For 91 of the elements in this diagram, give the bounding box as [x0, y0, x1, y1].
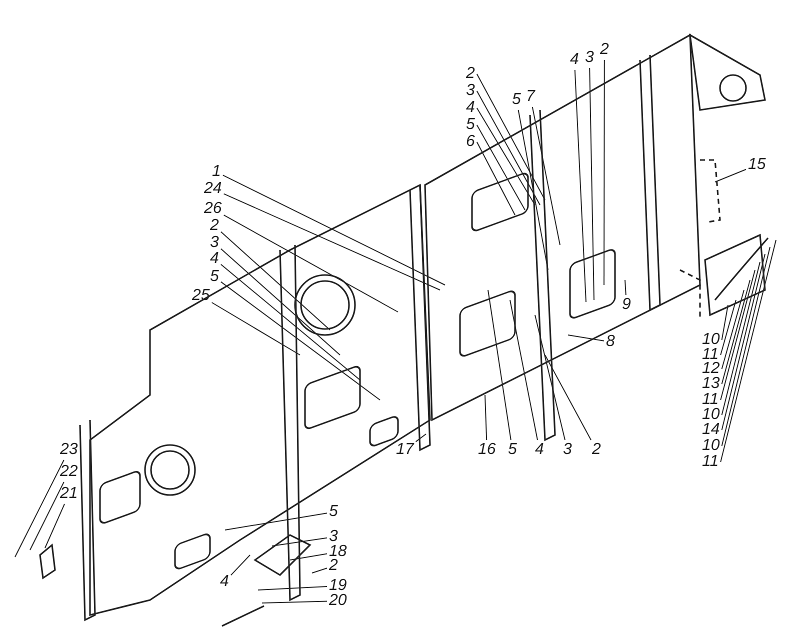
leader-line — [720, 240, 776, 462]
leader-line — [568, 334, 604, 342]
callout-number: 4 — [210, 251, 219, 267]
callout-number: 3 — [563, 442, 572, 458]
leader-line — [534, 314, 566, 440]
callout-number: 5 — [508, 442, 517, 458]
callout-number: 2 — [210, 218, 219, 234]
leader-line — [589, 68, 594, 300]
leader-line — [510, 300, 538, 440]
leader-line — [312, 568, 328, 574]
leader-line — [476, 124, 526, 210]
leader-line — [262, 600, 328, 604]
leader-line — [220, 264, 360, 380]
callout-number: 2 — [329, 558, 338, 574]
leader-line — [230, 554, 250, 576]
leader-line — [532, 106, 560, 246]
callout-number: 5 — [329, 504, 338, 520]
callout-number: 3 — [585, 50, 594, 66]
leader-line — [258, 586, 328, 590]
leader-line — [721, 280, 750, 384]
callout-number: 5 — [466, 117, 475, 133]
callout-number: 10 — [702, 407, 720, 423]
callout-number: 7 — [526, 89, 535, 105]
callout-number: 12 — [702, 361, 720, 377]
leader-line — [223, 214, 398, 312]
leader-line — [476, 142, 516, 216]
callout-number: 4 — [535, 442, 544, 458]
callout-number: 11 — [702, 392, 719, 408]
callout-number: 6 — [466, 134, 475, 150]
leader-line — [721, 262, 760, 416]
leader-line — [721, 304, 728, 340]
leader-line — [721, 246, 770, 446]
leader-line — [484, 394, 488, 440]
callout-number: 23 — [60, 442, 78, 458]
leader-line — [220, 248, 340, 356]
callout-number: 26 — [204, 201, 222, 217]
leader-line — [476, 90, 540, 206]
callout-number: 11 — [702, 454, 719, 470]
leader-line — [415, 434, 426, 442]
callout-number: 2 — [466, 66, 475, 82]
callout-number: 21 — [60, 486, 78, 502]
leader-line — [488, 290, 512, 440]
callout-number: 3 — [466, 83, 475, 99]
callout-number: 2 — [600, 42, 609, 58]
callout-number: 3 — [210, 235, 219, 251]
callout-number: 22 — [60, 464, 78, 480]
leader-line — [44, 504, 65, 548]
callout-number: 4 — [220, 574, 229, 590]
leader-line — [220, 231, 330, 330]
leader-line — [272, 537, 328, 546]
leader-line — [714, 168, 746, 182]
leader-line — [604, 60, 605, 286]
callout-number: 13 — [702, 376, 720, 392]
callout-number: 1 — [212, 164, 221, 180]
leader-line — [220, 281, 380, 400]
leader-line — [222, 174, 446, 286]
callout-number: 5 — [210, 269, 219, 285]
callout-number: 5 — [512, 92, 521, 108]
leader-line — [518, 110, 548, 270]
leader-line — [476, 74, 546, 200]
callout-number: 11 — [702, 347, 719, 363]
callout-number: 19 — [329, 578, 347, 594]
leader-line — [721, 290, 744, 370]
callout-number: 20 — [329, 593, 347, 609]
leader-line — [574, 70, 586, 302]
leader-line — [223, 193, 440, 290]
callout-number: 2 — [592, 442, 601, 458]
callout-number: 4 — [570, 52, 579, 68]
callout-number: 3 — [329, 529, 338, 545]
callout-number: 4 — [466, 100, 475, 116]
leader-line — [14, 460, 64, 558]
callout-number: 18 — [329, 544, 347, 560]
callout-number: 24 — [204, 181, 222, 197]
leader-line — [290, 553, 328, 560]
callout-number: 17 — [396, 442, 414, 458]
callout-number: 14 — [702, 422, 720, 438]
leader-line — [30, 482, 64, 550]
leader-line — [476, 108, 536, 206]
leader-line — [624, 280, 626, 296]
leader-line — [544, 354, 592, 440]
callout-number: 10 — [702, 438, 720, 454]
leader-line — [720, 300, 736, 356]
leader-line — [224, 512, 328, 530]
callout-number: 15 — [748, 157, 766, 173]
callout-number: 10 — [702, 332, 720, 348]
callout-number: 9 — [622, 297, 631, 313]
leader-line — [211, 302, 300, 356]
leader-line — [721, 254, 766, 430]
callout-number: 16 — [478, 442, 496, 458]
callout-number: 8 — [606, 334, 615, 350]
leader-line — [720, 270, 756, 400]
